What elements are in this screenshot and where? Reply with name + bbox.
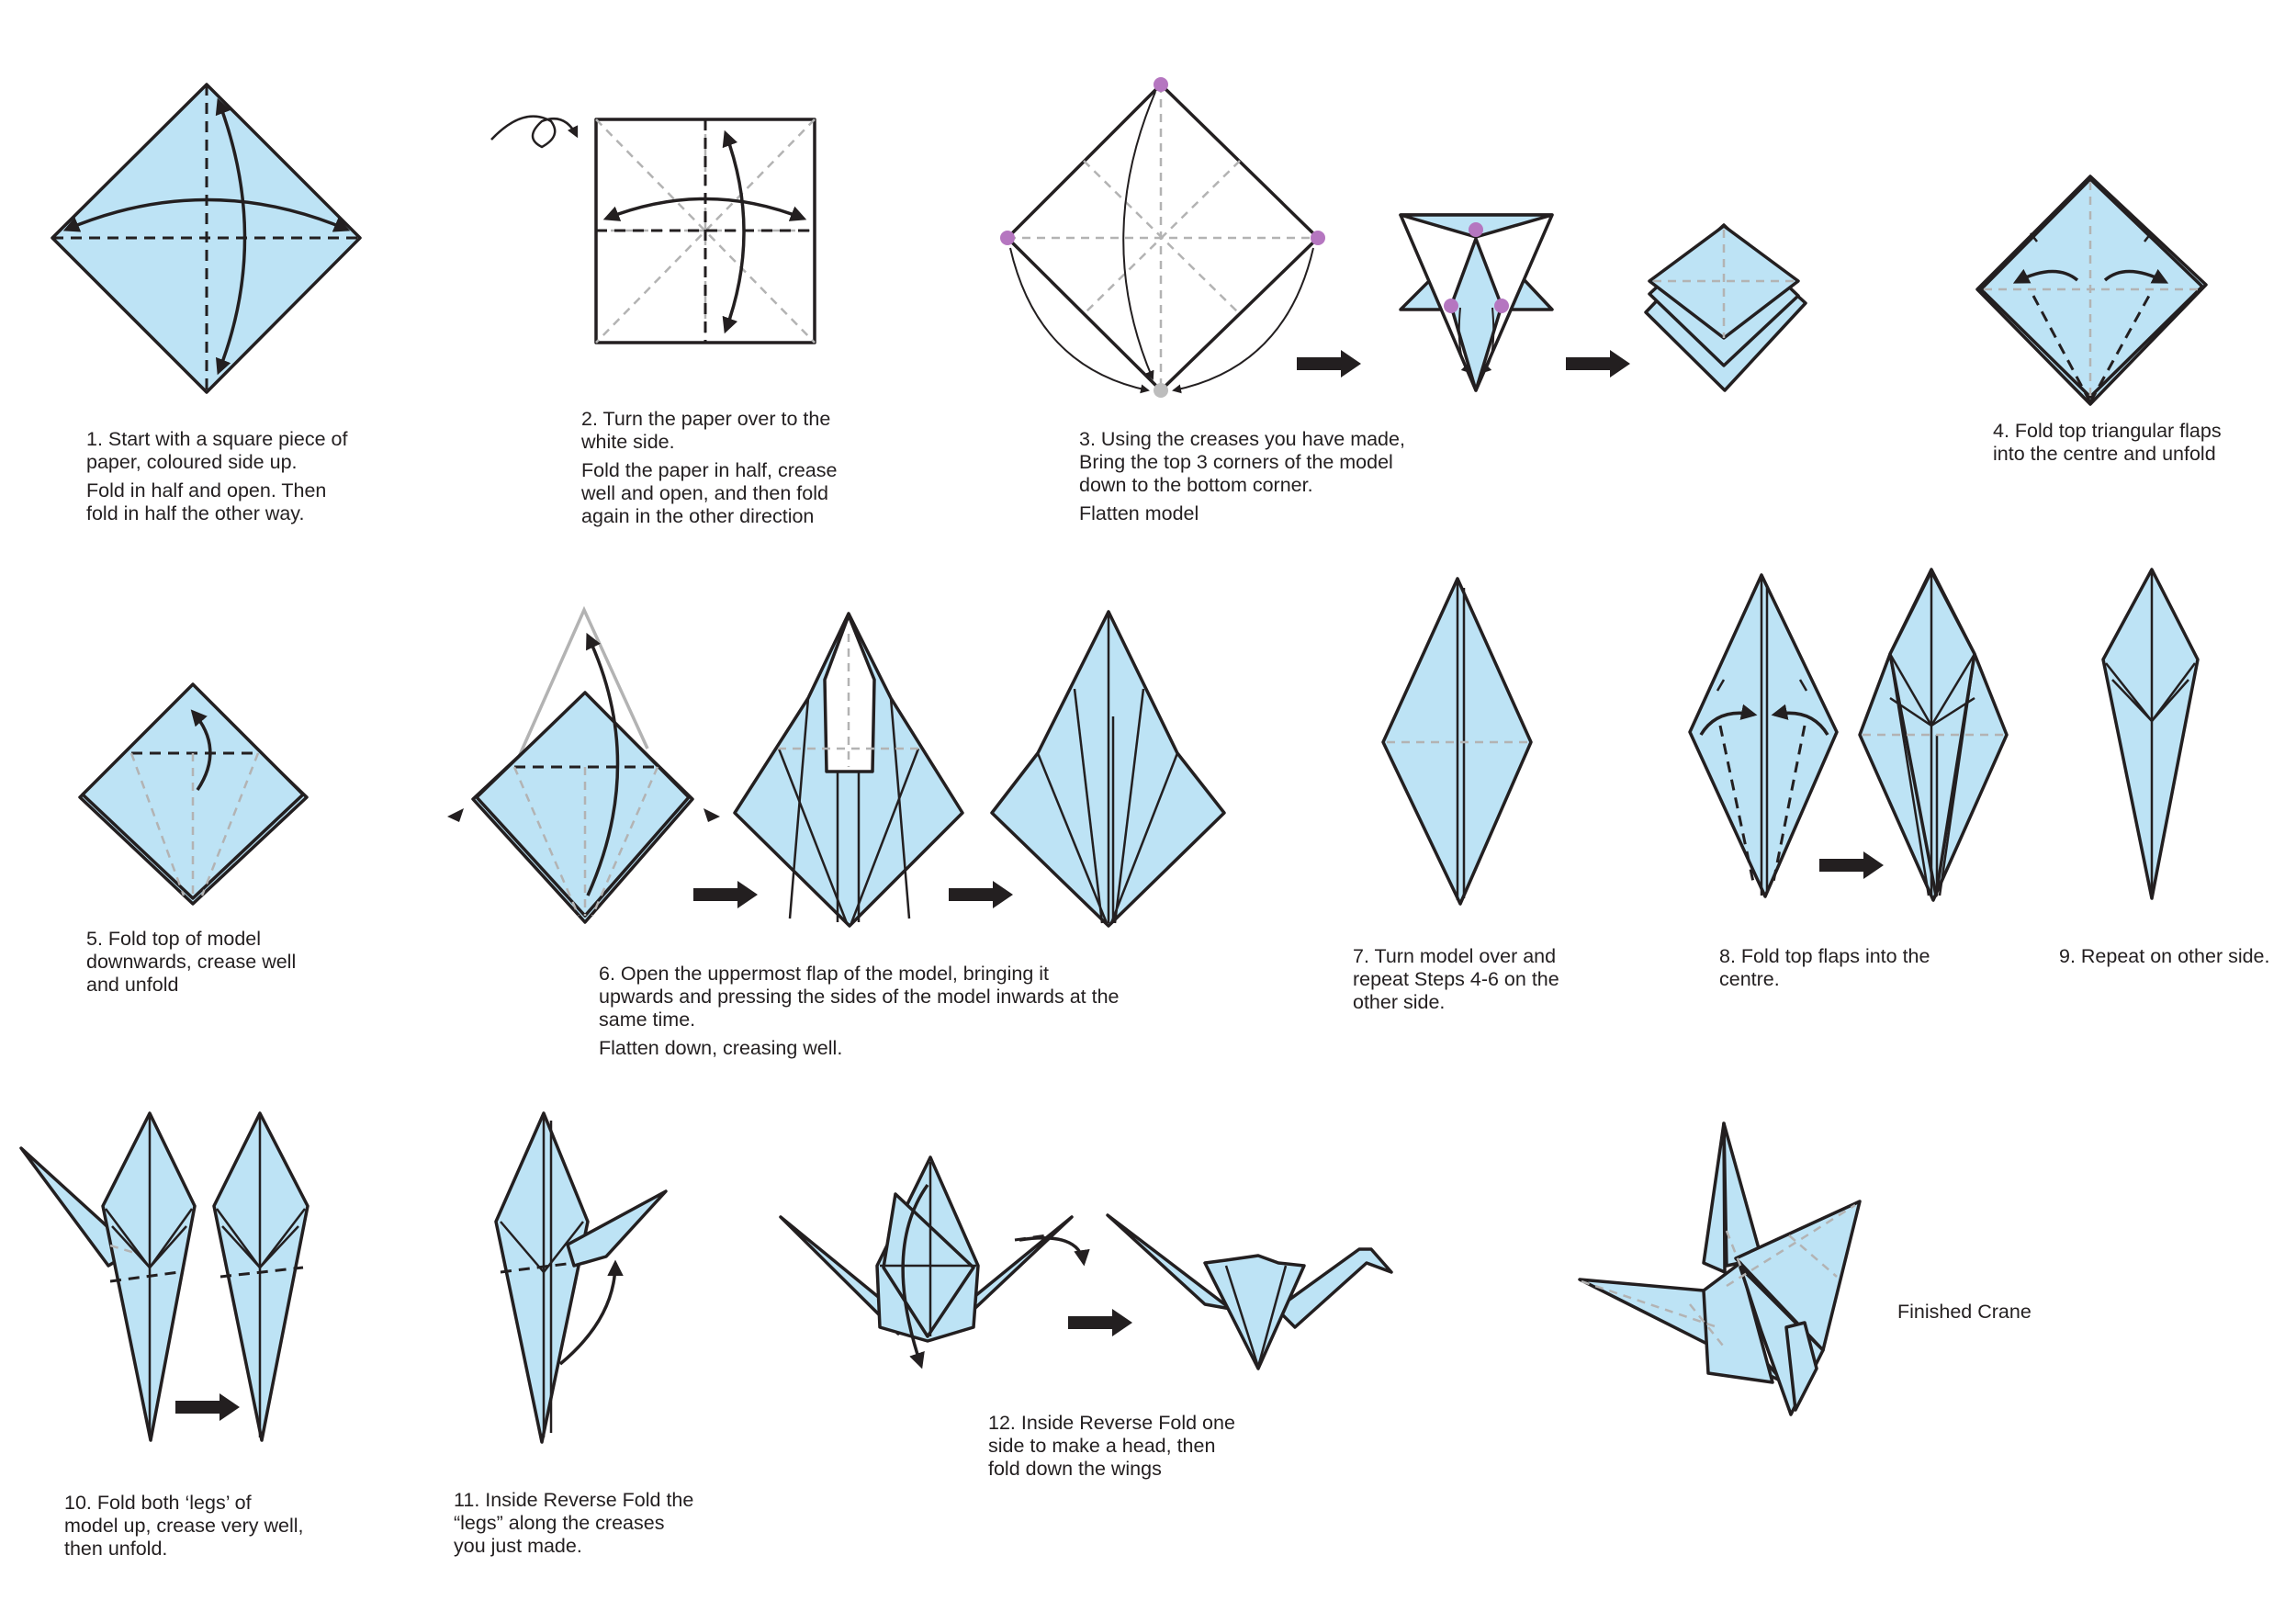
step-5-caption: 5. Fold top of model downwards, crease w…	[86, 928, 362, 1002]
step-4-figure	[1975, 175, 2208, 406]
step-1-figure	[51, 83, 362, 394]
step-5-text: 5. Fold top of model downwards, crease w…	[86, 928, 297, 996]
step-10-text: 10. Fold both ‘legs’ of model up, crease…	[64, 1492, 304, 1560]
step-12-text: 12. Inside Reverse Fold one side to make…	[988, 1412, 1235, 1480]
step-3-text-b: Flatten model	[1079, 502, 1199, 524]
step-5-figure	[78, 682, 309, 906]
step-7-caption: 7. Turn model over and repeat Steps 4-6 …	[1353, 945, 1628, 1020]
finished-crane-figure	[1578, 1121, 1862, 1416]
step-2-text-b: Fold the paper in half, crease well and …	[581, 459, 838, 527]
step-6-text-b: Flatten down, creasing well.	[599, 1037, 843, 1059]
step-2-caption: 2. Turn the paper over to the white side…	[581, 408, 884, 534]
step-3-figure	[1000, 77, 1807, 398]
step-12-caption: 12. Inside Reverse Fold one side to make…	[988, 1412, 1291, 1486]
step-9-caption: 9. Repeat on other side.	[2059, 945, 2296, 974]
step-6-caption: 6. Open the uppermost flap of the model,…	[599, 963, 1196, 1065]
step-10-caption: 10. Fold both ‘legs’ of model up, crease…	[64, 1492, 367, 1566]
step-7-text: 7. Turn model over and repeat Steps 4-6 …	[1353, 945, 1559, 1013]
arrows-row-1	[1297, 350, 1630, 378]
step-10-figure	[19, 1111, 310, 1442]
step-2-text-a: 2. Turn the paper over to the white side…	[581, 408, 831, 453]
step-9-figure	[2101, 568, 2200, 900]
finished-crane-text: Finished Crane	[1897, 1301, 2032, 1323]
finished-crane-caption: Finished Crane	[1897, 1301, 2127, 1329]
step-11-figure	[494, 1111, 668, 1444]
step-8-text: 8. Fold top flaps into the centre.	[1719, 945, 1930, 990]
step-3-caption: 3. Using the creases you have made, Brin…	[1079, 428, 1465, 531]
step-2-figure	[490, 115, 816, 344]
step-6-figure	[447, 605, 1226, 928]
step-11-caption: 11. Inside Reverse Fold the “legs” along…	[454, 1489, 757, 1563]
step-12-figure	[779, 1155, 1393, 1370]
arrows-row-2	[693, 851, 1884, 908]
step-3-text-a: 3. Using the creases you have made, Brin…	[1079, 428, 1405, 496]
step-8-figure	[1688, 568, 2009, 902]
step-11-text: 11. Inside Reverse Fold the “legs” along…	[454, 1489, 694, 1557]
step-1-text-a: 1. Start with a square piece of paper, c…	[86, 428, 348, 473]
step-1-caption: 1. Start with a square piece of paper, c…	[86, 428, 389, 531]
step-1-text-b: Fold in half and open. Then fold in half…	[86, 479, 327, 524]
step-9-text: 9. Repeat on other side.	[2059, 945, 2270, 967]
step-7-figure	[1381, 577, 1533, 906]
step-4-text: 4. Fold top triangular flaps into the ce…	[1993, 420, 2222, 465]
step-6-text-a: 6. Open the uppermost flap of the model,…	[599, 963, 1120, 1031]
step-4-caption: 4. Fold top triangular flaps into the ce…	[1993, 420, 2287, 471]
step-8-caption: 8. Fold top flaps into the centre.	[1719, 945, 1995, 997]
